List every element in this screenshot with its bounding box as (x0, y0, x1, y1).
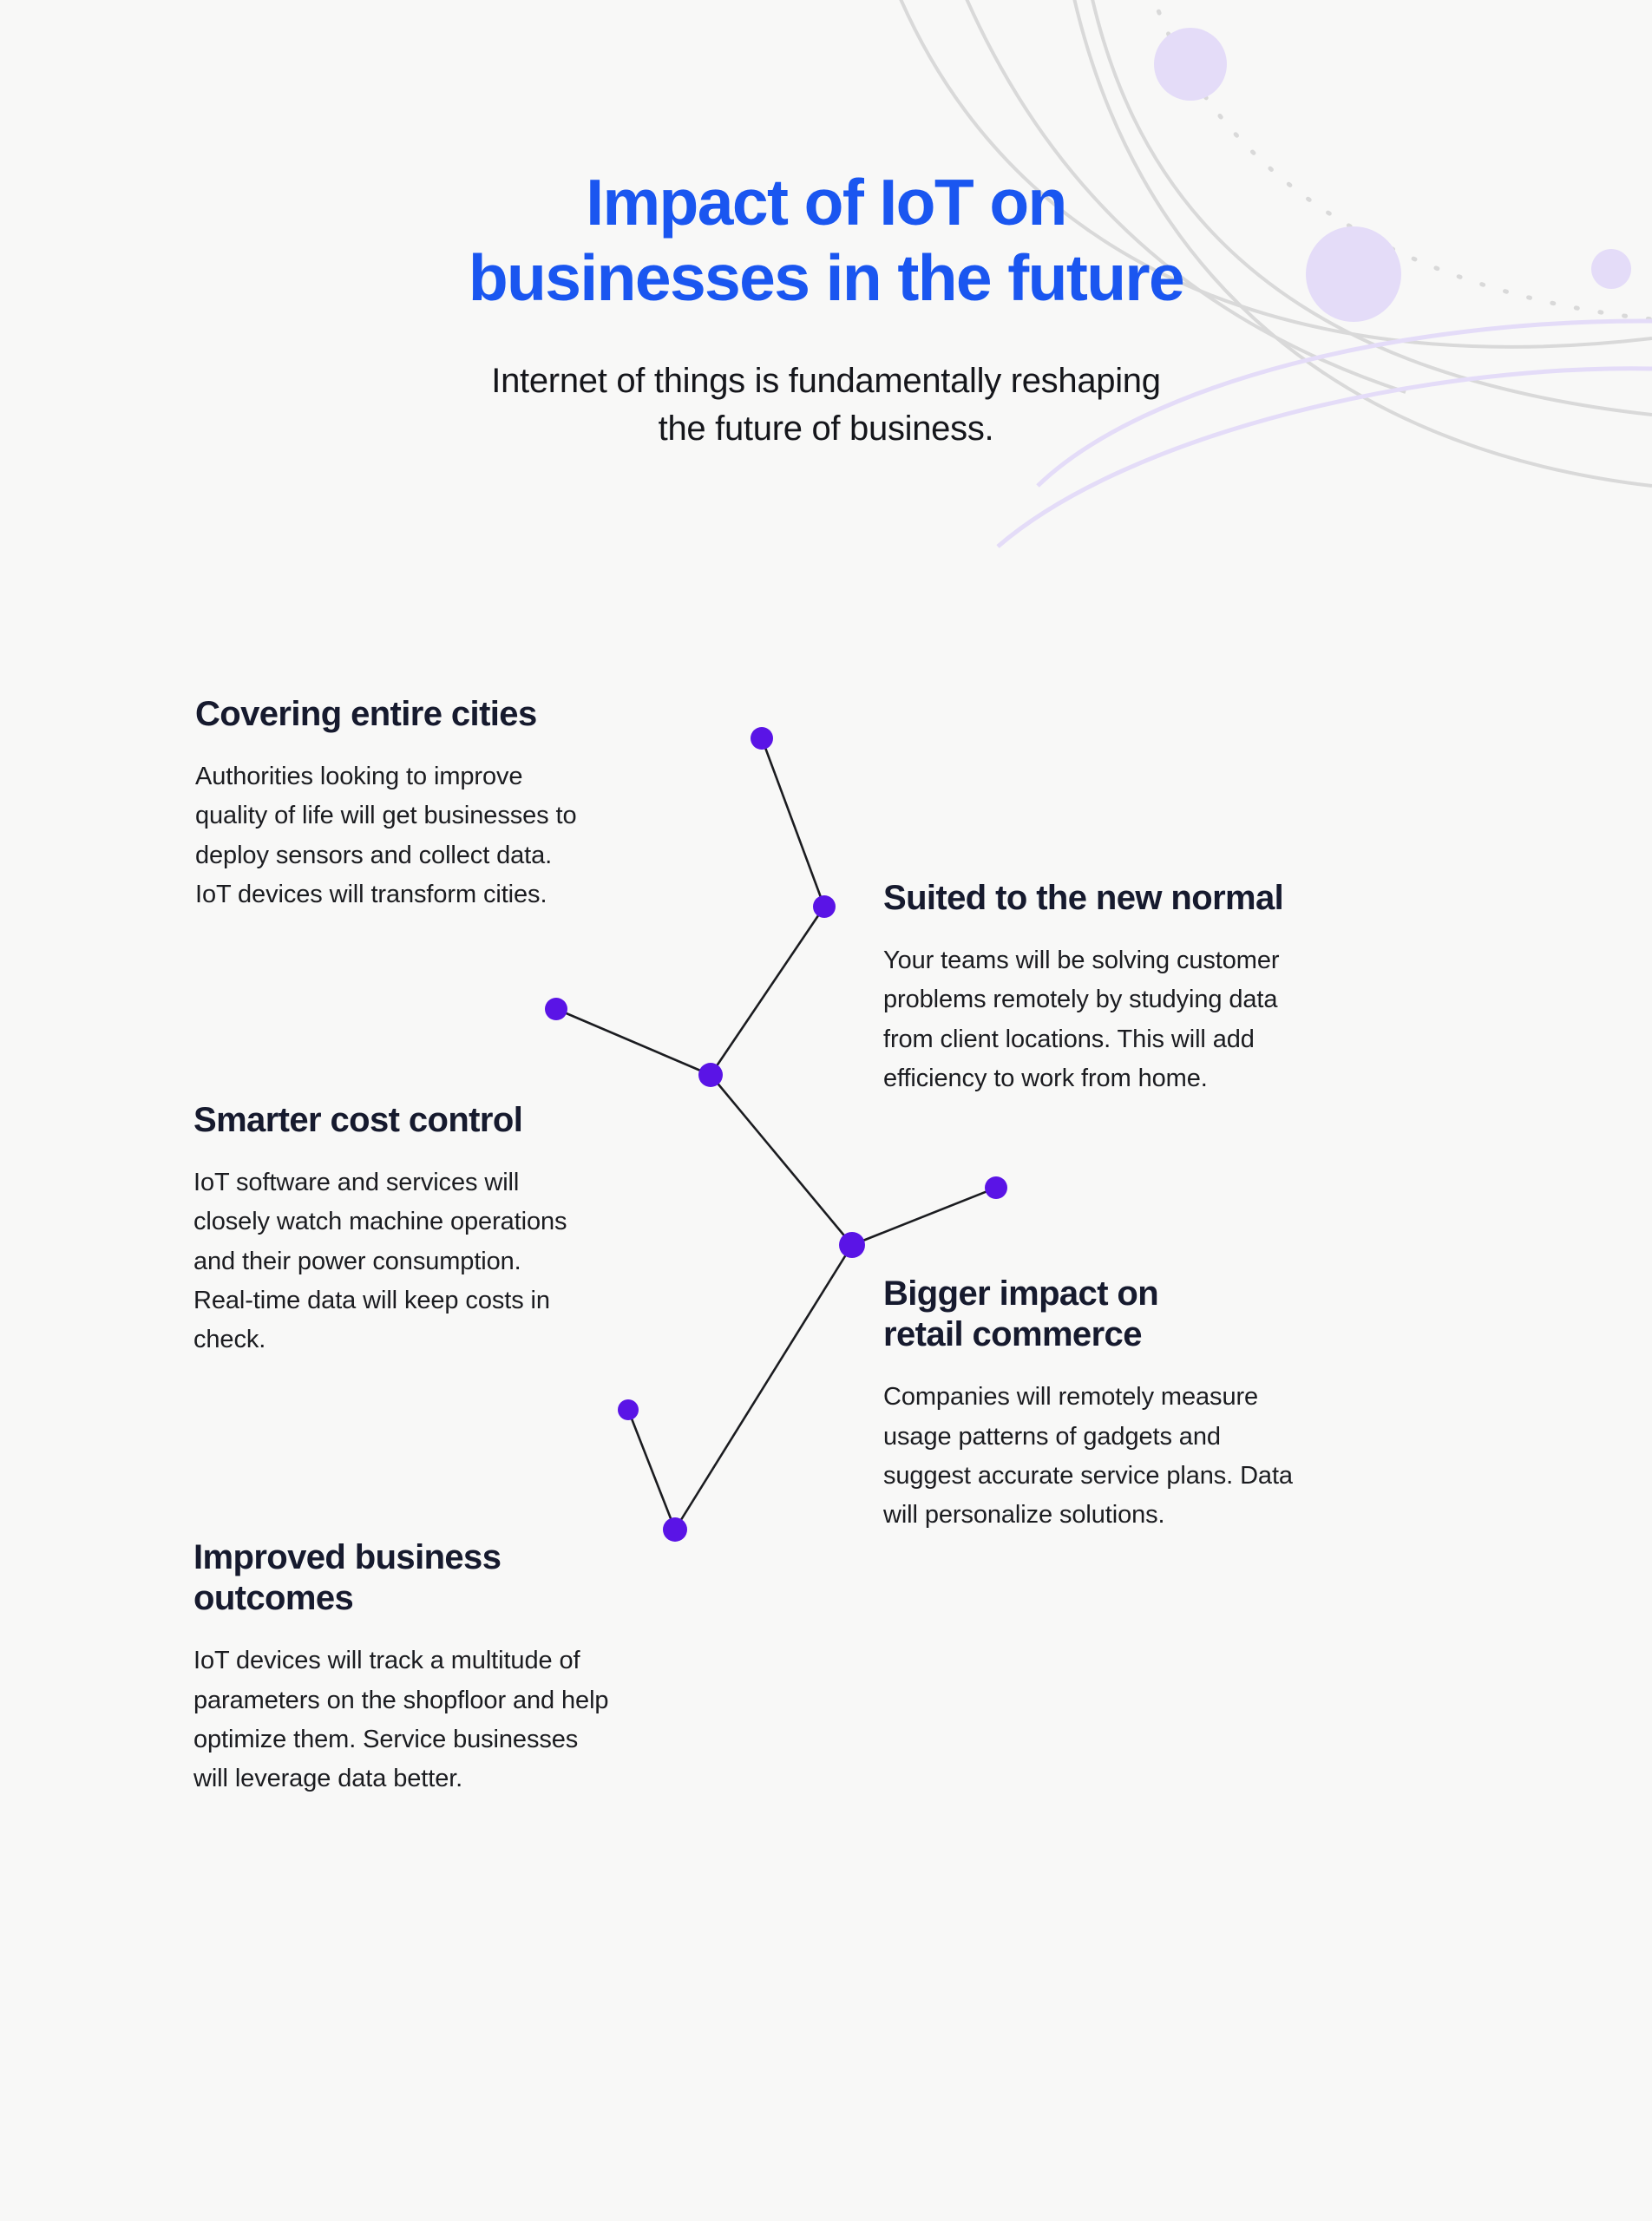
content-block-bigger-impact-on-retail-commerce: Bigger impact on retail commerce Compani… (883, 1274, 1499, 1535)
network-nodes (545, 727, 1007, 1542)
page-subtitle: Internet of things is fundamentally resh… (491, 362, 1161, 448)
node-covering-cities (751, 727, 773, 750)
header: Impact of IoT on businesses in the futur… (0, 165, 1652, 453)
node-junction-bottom (663, 1517, 687, 1542)
page-title: Impact of IoT on businesses in the futur… (468, 166, 1185, 314)
node-junction-lower (839, 1232, 865, 1258)
content-block-covering-entire-cities: Covering entire cities Authorities looki… (195, 694, 785, 914)
node-junction-center (698, 1063, 723, 1087)
block-body: IoT devices will track a multitude of pa… (193, 1647, 609, 1793)
edge-center-to-lower (710, 1074, 853, 1246)
node-retail-commerce (985, 1176, 1007, 1199)
node-improved-outcomes (618, 1399, 639, 1420)
edge-lower-to-bottom (673, 1244, 854, 1530)
edge-smarter-to-center (555, 1007, 711, 1077)
block-body: IoT software and services will closely w… (193, 1169, 567, 1354)
content-block-improved-business-outcomes: Improved business outcomes IoT devices w… (193, 1537, 818, 1798)
edge-lower-to-retail (851, 1186, 997, 1247)
block-title: Smarter cost control (193, 1101, 523, 1139)
block-body: Your teams will be solving customer prob… (883, 947, 1280, 1092)
block-title: Suited to the new normal (883, 879, 1284, 917)
block-title: Covering entire cities (195, 695, 537, 733)
edge-upper-to-center (709, 906, 826, 1076)
edge-improved-to-bottom (626, 1409, 677, 1530)
content-block-suited-to-the-new-normal: Suited to the new normal Your teams will… (883, 878, 1491, 1098)
block-title: Improved business outcomes (193, 1538, 502, 1618)
network-edges (555, 737, 997, 1530)
block-body: Authorities looking to improve quality o… (195, 763, 577, 908)
content-block-smarter-cost-control: Smarter cost control IoT software and se… (193, 1100, 766, 1359)
node-smarter-cost (545, 998, 567, 1020)
edge-covering-to-upper (760, 737, 826, 907)
block-title: Bigger impact on retail commerce (883, 1274, 1159, 1354)
node-junction-upper (813, 895, 836, 918)
block-body: Companies will remotely measure usage pa… (883, 1383, 1293, 1530)
